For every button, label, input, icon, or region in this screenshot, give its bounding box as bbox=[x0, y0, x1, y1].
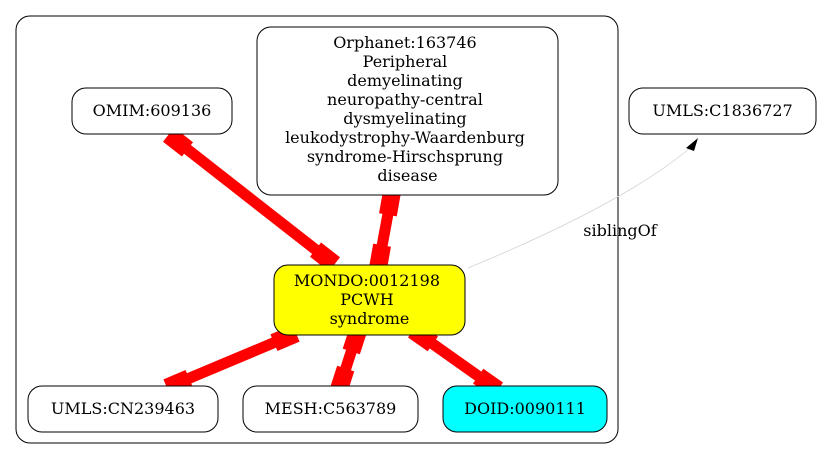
node-orphanet-line: syndrome-Hirschsprung bbox=[307, 147, 503, 166]
svg-text:MONDO:0012198 PCWH: MONDO:0012198 PCWH syndrome bbox=[294, 271, 445, 328]
node-mondo-line: MONDO:0012198 bbox=[294, 271, 440, 290]
node-omim[interactable]: OMIM:609136 bbox=[71, 87, 233, 135]
node-orphanet-line: disease bbox=[377, 166, 437, 185]
node-umls-cn[interactable]: UMLS:CN239463 bbox=[27, 385, 219, 433]
node-mondo-line: syndrome bbox=[330, 309, 410, 328]
node-umls-cn-label: UMLS:CN239463 bbox=[51, 399, 195, 418]
node-orphanet-line: neuropathy-central bbox=[327, 90, 483, 109]
sibling-edge-arrowhead bbox=[686, 138, 698, 151]
sibling-edge bbox=[467, 147, 691, 269]
edge-mondo-umls-cn bbox=[163, 325, 300, 396]
node-mondo[interactable]: MONDO:0012198 PCWH syndrome bbox=[273, 264, 466, 336]
edge-orphanet-mondo bbox=[369, 189, 401, 271]
equivalence-cluster bbox=[15, 15, 619, 444]
node-mondo-line: PCWH bbox=[340, 290, 393, 309]
node-mesh-label: MESH:C563789 bbox=[265, 399, 397, 418]
node-doid[interactable]: DOID:0090111 bbox=[442, 385, 608, 433]
edge-omim-mondo bbox=[163, 127, 340, 272]
node-mesh[interactable]: MESH:C563789 bbox=[242, 385, 419, 433]
node-doid-label: DOID:0090111 bbox=[464, 399, 586, 418]
node-orphanet-line: demyelinating bbox=[347, 71, 463, 90]
node-umls-c-label: UMLS:C1836727 bbox=[652, 101, 792, 120]
node-orphanet-line: dysmyelinating bbox=[343, 109, 466, 128]
node-orphanet-line: Orphanet:163746 bbox=[333, 33, 477, 52]
node-omim-label: OMIM:609136 bbox=[93, 101, 212, 120]
edge-mondo-mesh bbox=[329, 325, 368, 395]
node-orphanet-line: leukodystrophy-Waardenburg bbox=[285, 128, 525, 147]
sibling-edge-label: siblingOf bbox=[583, 221, 657, 240]
node-orphanet-line: Peripheral bbox=[363, 52, 448, 71]
node-orphanet[interactable]: Orphanet:163746 Peripheral demyelinating… bbox=[256, 26, 559, 196]
node-umls-c[interactable]: UMLS:C1836727 bbox=[628, 87, 817, 135]
svg-text:Orphanet:163746 Peripher: Orphanet:163746 Peripheral demyelinating… bbox=[285, 33, 530, 185]
